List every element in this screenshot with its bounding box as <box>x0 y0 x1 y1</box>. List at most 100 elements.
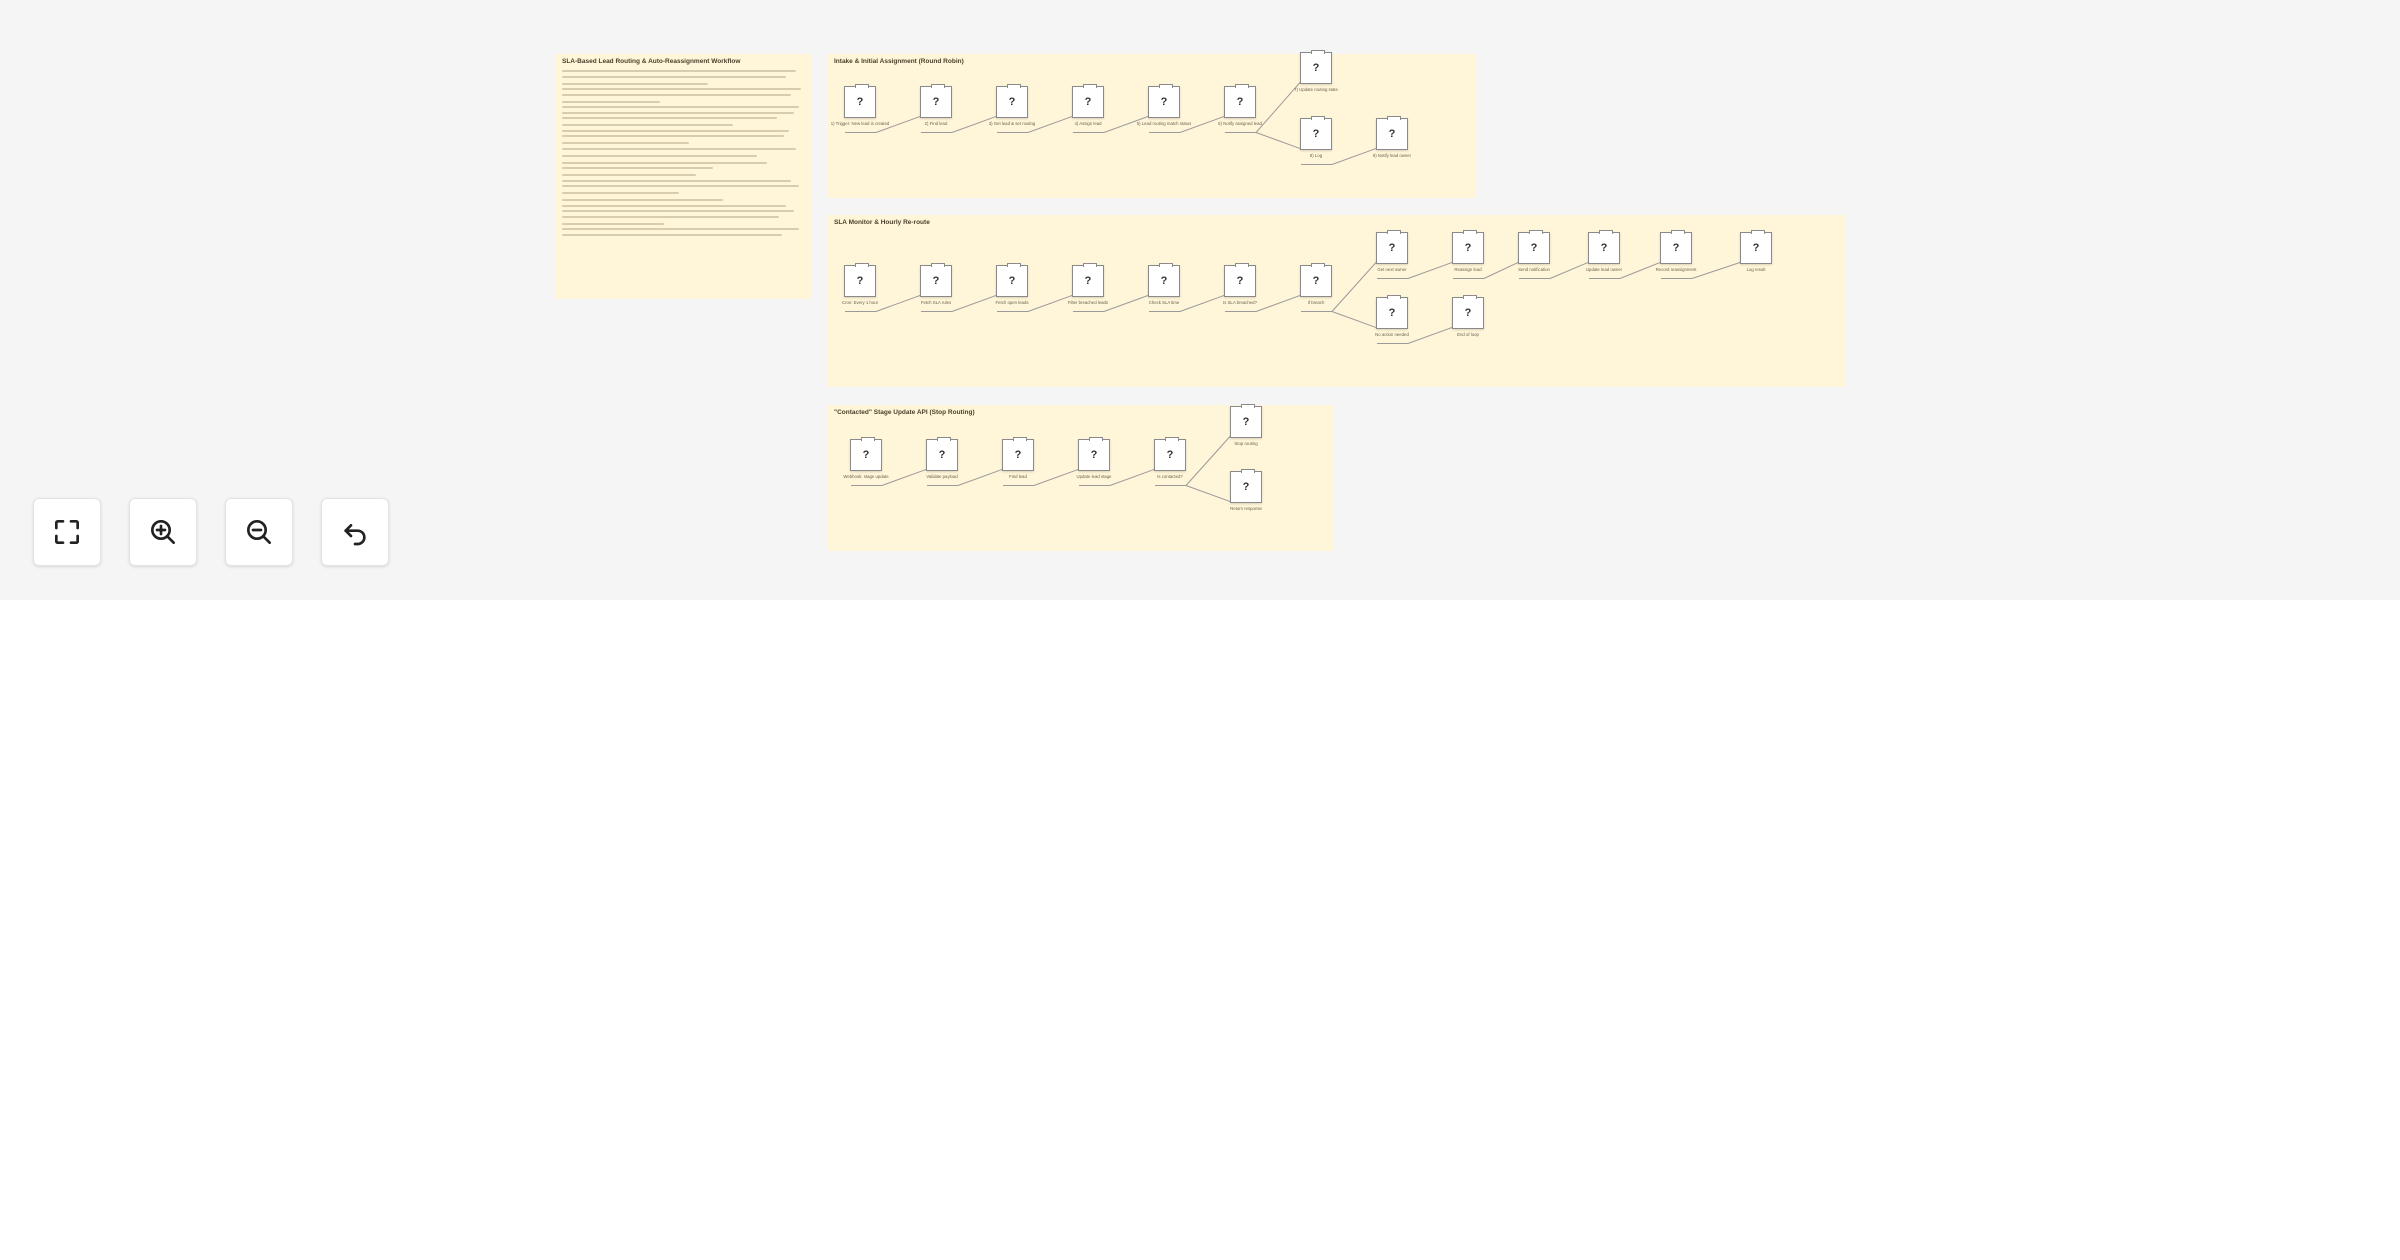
workflow-node[interactable]: ? <box>1588 230 1620 264</box>
connection-edge <box>1301 311 1332 312</box>
node-label: Filter breached leads <box>1067 300 1109 305</box>
fit-view-button[interactable] <box>33 498 101 566</box>
node-label: No action needed <box>1375 332 1409 337</box>
node-label: Cron: Every 1 hour <box>841 300 879 305</box>
workflow-node[interactable]: ? <box>1148 263 1180 297</box>
workflow-node[interactable]: ? <box>1452 295 1484 329</box>
note-text-line <box>562 88 802 90</box>
workflow-node[interactable]: ? <box>1740 230 1772 264</box>
node-label: Stop routing <box>1234 441 1258 446</box>
workflow-node[interactable]: ? <box>1230 404 1262 438</box>
node-label: Fetch open leads <box>995 300 1029 305</box>
workflow-node[interactable]: ? <box>1660 230 1692 264</box>
node-label: Is contacted? <box>1157 474 1183 479</box>
reset-view-button[interactable] <box>321 498 389 566</box>
workflow-node[interactable]: ? <box>1224 84 1256 118</box>
note-text-line <box>562 174 697 176</box>
note-text-line <box>562 185 799 187</box>
note-text-line <box>562 199 724 201</box>
notes-body <box>562 70 806 239</box>
note-text-line <box>562 210 794 212</box>
note-text-line <box>562 228 799 230</box>
note-text-line <box>562 106 799 108</box>
group-intake-assignment[interactable]: Intake & Initial Assignment (Round Robin… <box>828 54 1476 198</box>
workflow-node[interactable]: ? <box>1148 84 1180 118</box>
node-label: Check SLA time <box>1148 300 1180 305</box>
node-label: 3) Get lead & set routing <box>988 121 1036 126</box>
workflow-node[interactable]: ? <box>920 263 952 297</box>
workflow-node[interactable]: ? <box>1154 437 1186 471</box>
note-text-line <box>562 142 689 144</box>
workflow-canvas[interactable]: SLA-Based Lead Routing & Auto-Reassignme… <box>0 0 2400 600</box>
node-label: Is SLA breached? <box>1223 300 1257 305</box>
node-label: Return response <box>1230 506 1262 511</box>
workflow-node[interactable]: ? <box>1078 437 1110 471</box>
group-title: Intake & Initial Assignment (Round Robin… <box>834 58 964 65</box>
workflow-node[interactable]: ? <box>844 84 876 118</box>
note-text-line <box>562 135 785 137</box>
note-text-line <box>562 215 780 218</box>
connection-edge <box>997 132 1028 133</box>
node-label: Record reassignment <box>1655 267 1697 272</box>
zoom-in-button[interactable] <box>129 498 197 566</box>
workflow-node[interactable]: ? <box>1002 437 1034 471</box>
workflow-node[interactable]: ? <box>1072 263 1104 297</box>
connection-edge <box>921 132 952 133</box>
node-label: 5) Lead routing match status <box>1136 121 1192 126</box>
note-text-line <box>562 100 660 103</box>
workflow-node[interactable]: ? <box>1230 469 1262 503</box>
workflow-node[interactable]: ? <box>920 84 952 118</box>
node-label: 2) Find lead <box>924 121 948 126</box>
connection-edge <box>1073 311 1104 312</box>
connection-edge <box>1661 278 1692 279</box>
node-label: Send notification <box>1518 267 1550 272</box>
node-label: 6) Notify assigned lead <box>1218 121 1262 126</box>
note-text-line <box>562 154 758 157</box>
note-text-line <box>562 179 792 182</box>
connection-edge <box>1589 278 1620 279</box>
node-label: Log result <box>1746 267 1766 272</box>
node-label: 8) Log <box>1309 153 1323 158</box>
node-label: Update lead stage <box>1076 474 1112 479</box>
workflow-node[interactable]: ? <box>926 437 958 471</box>
undo-icon <box>344 524 366 546</box>
zoom-in-icon <box>151 520 175 544</box>
node-label: If breach <box>1307 300 1325 305</box>
connection-edge <box>1301 164 1332 165</box>
note-text-line <box>562 111 794 114</box>
node-label: Update lead owner <box>1585 267 1623 272</box>
workflow-node[interactable]: ? <box>850 437 882 471</box>
zoom-out-button[interactable] <box>225 498 293 566</box>
workflow-node[interactable]: ? <box>1300 50 1332 84</box>
connection-edge <box>1377 278 1408 279</box>
connection-edge <box>1149 311 1180 312</box>
workflow-node[interactable]: ? <box>844 263 876 297</box>
workflow-node[interactable]: ? <box>1518 230 1550 264</box>
connection-edge <box>1519 278 1550 279</box>
note-text-line <box>562 124 733 126</box>
notes-sticky[interactable]: SLA-Based Lead Routing & Auto-Reassignme… <box>556 54 812 299</box>
workflow-node[interactable]: ? <box>1376 295 1408 329</box>
connection-edge <box>1073 132 1104 133</box>
workflow-node[interactable]: ? <box>1376 230 1408 264</box>
connection-edge <box>845 311 876 312</box>
workflow-node[interactable]: ? <box>1224 263 1256 297</box>
workflow-node[interactable]: ? <box>1376 116 1408 150</box>
connection-edge <box>1079 485 1110 486</box>
node-label: End of loop <box>1457 332 1479 337</box>
workflow-node[interactable]: ? <box>1072 84 1104 118</box>
workflow-node[interactable]: ? <box>1452 230 1484 264</box>
workflow-node[interactable]: ? <box>996 263 1028 297</box>
node-label: Get next owner <box>1377 267 1407 272</box>
workflow-node[interactable]: ? <box>996 84 1028 118</box>
note-text-line <box>562 222 665 225</box>
connection-edge <box>997 311 1028 312</box>
connection-edge <box>845 132 876 133</box>
note-text-line <box>562 70 797 72</box>
note-text-line <box>562 93 792 96</box>
notes-title: SLA-Based Lead Routing & Auto-Reassignme… <box>562 58 741 65</box>
connection-edge <box>927 485 958 486</box>
workflow-node[interactable]: ? <box>1300 263 1332 297</box>
node-label: Find lead <box>1009 474 1027 479</box>
workflow-node[interactable]: ? <box>1300 116 1332 150</box>
